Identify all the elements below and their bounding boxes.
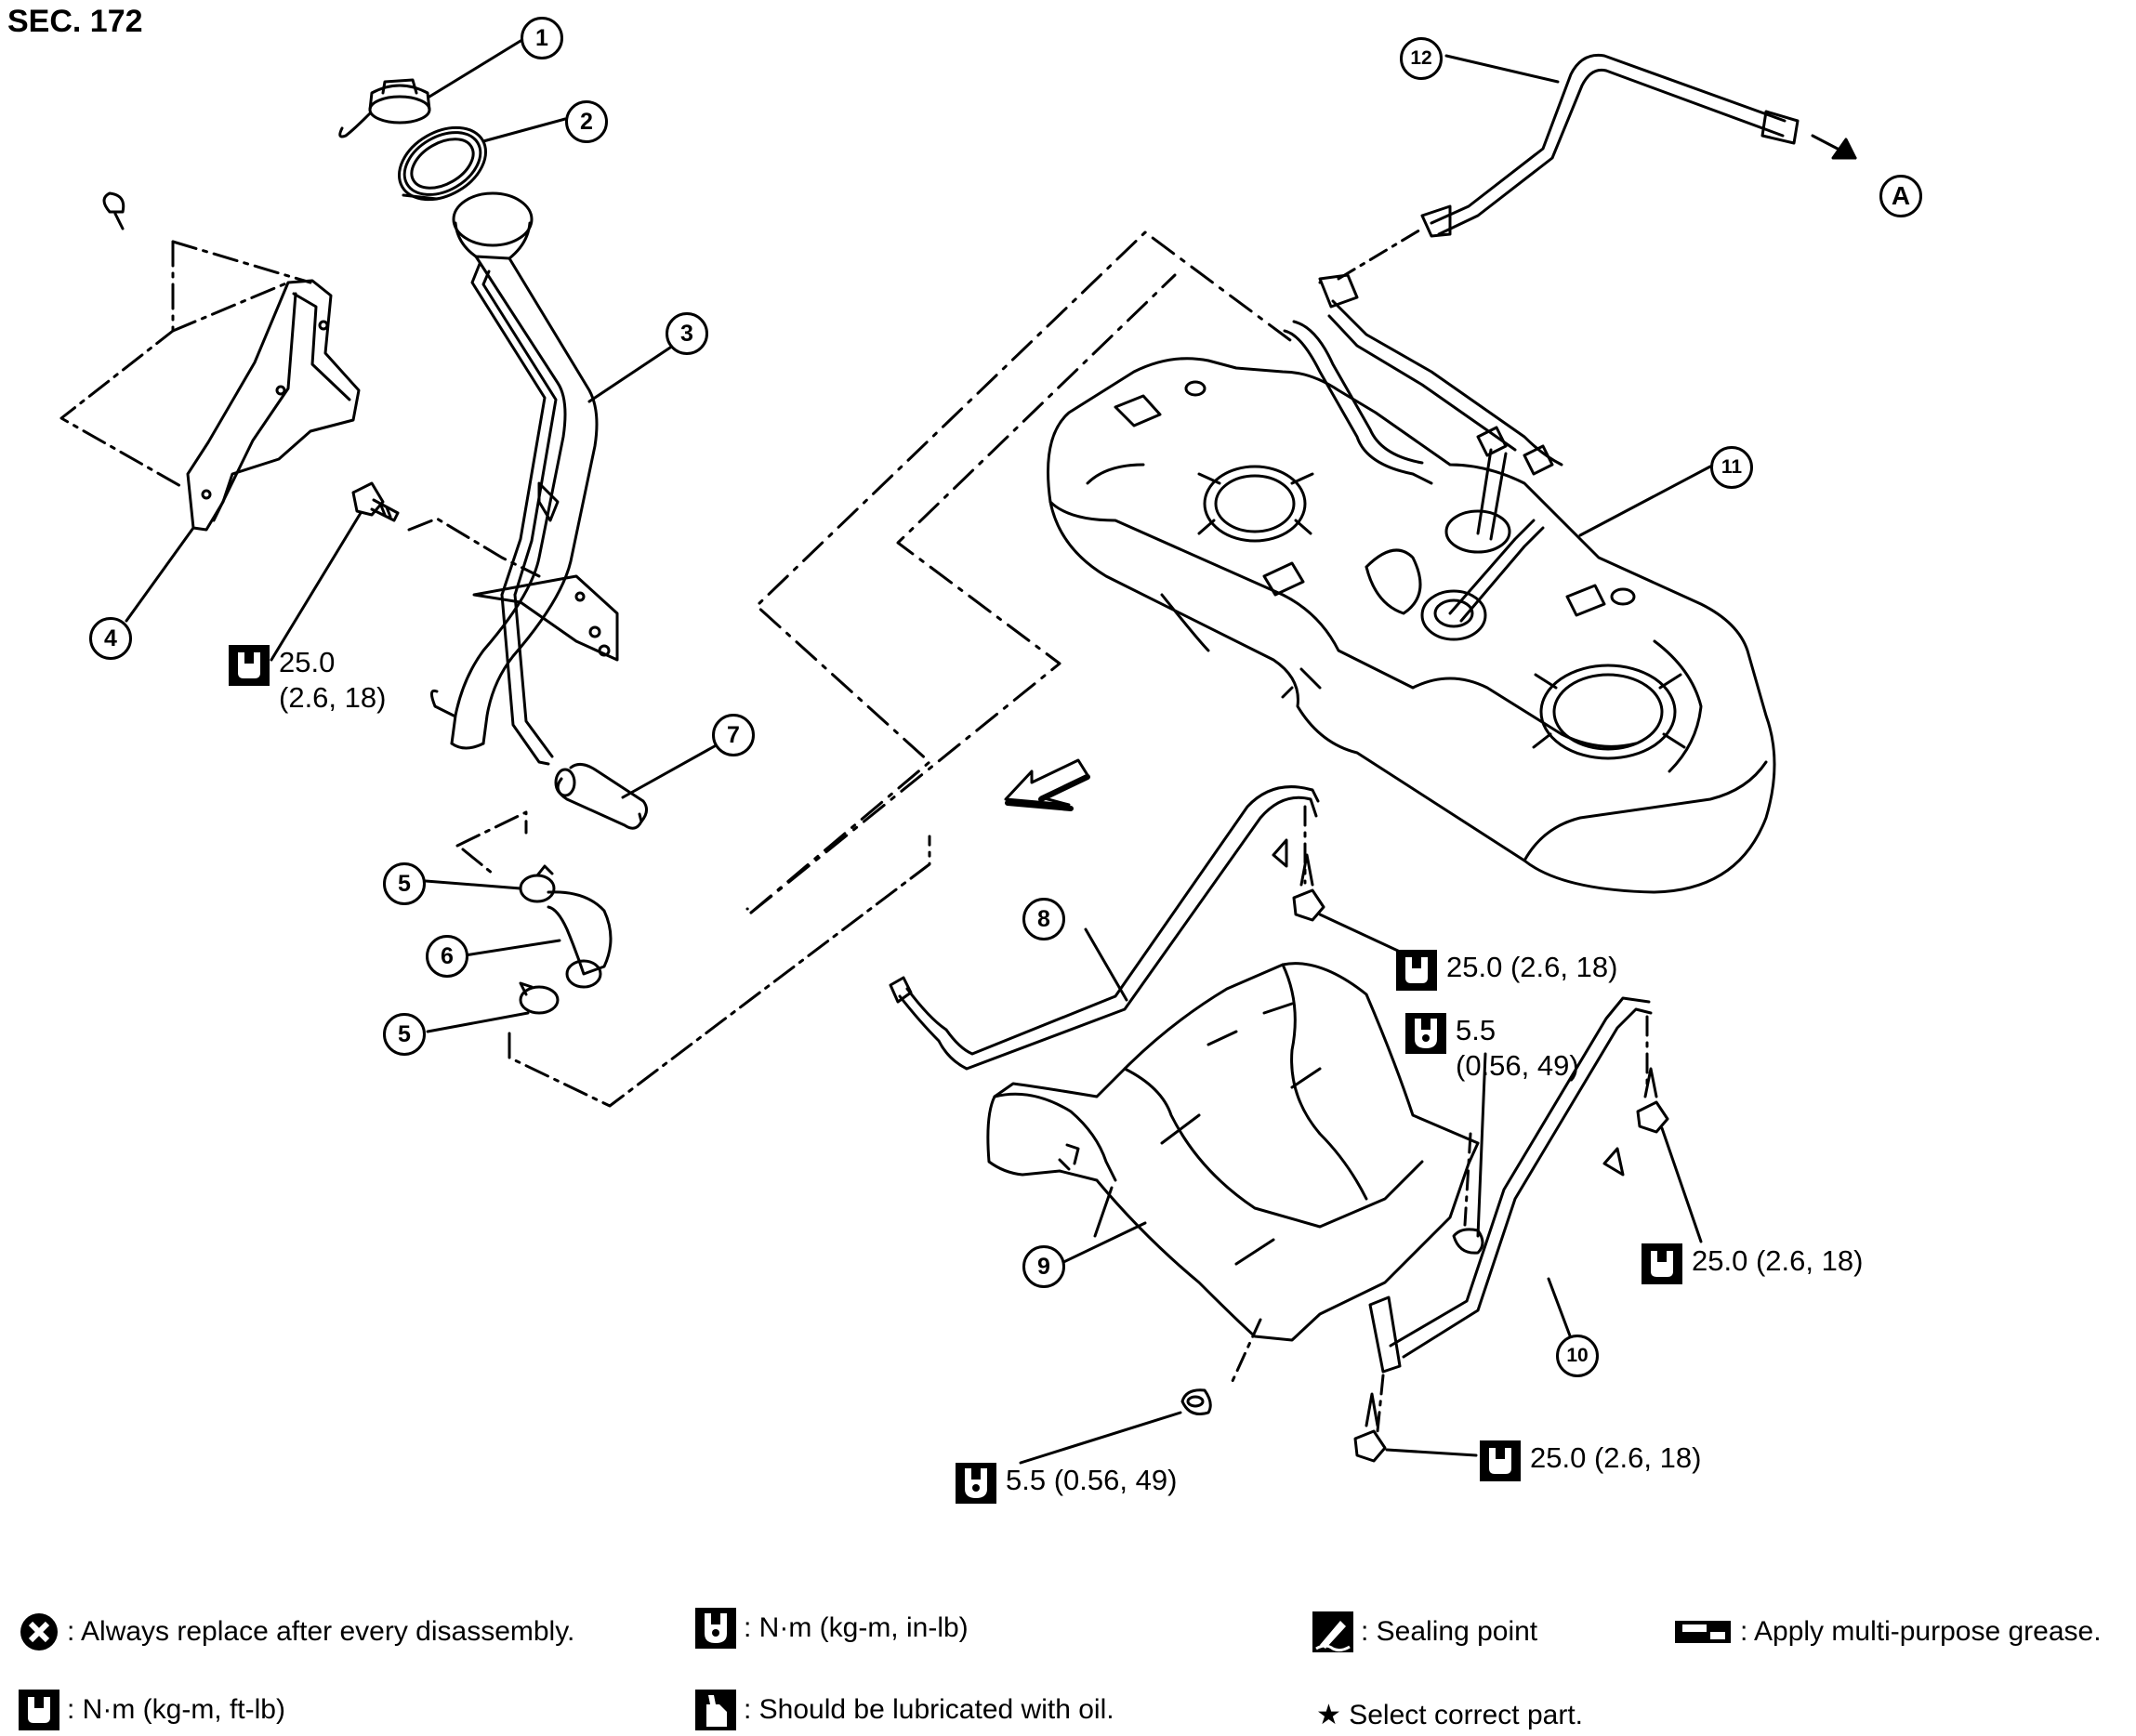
legend-text: : Should be lubricated with oil.	[744, 1694, 1114, 1725]
callout-1: 1	[521, 17, 563, 59]
filler-protector	[59, 191, 361, 623]
hose-and-clamps	[424, 810, 931, 1108]
section-number: SEC. 172	[7, 4, 143, 39]
torque-spec-insulator-upper: 5.5(0.56, 49)	[1405, 1013, 1579, 1084]
legend-text: ★ Select correct part.	[1316, 1700, 1583, 1730]
callout-5-lower: 5	[383, 1013, 426, 1056]
wrench-ftlb-icon	[19, 1690, 59, 1730]
filler-ring	[397, 117, 567, 202]
legend-lubricate-oil: : Should be lubricated with oil.	[695, 1690, 1114, 1730]
callout-9: 9	[1022, 1245, 1065, 1288]
filler-tube	[430, 191, 680, 766]
front-arrow	[1004, 758, 1090, 811]
torque-value: 25.0	[279, 646, 336, 678]
callout-6: 6	[426, 935, 468, 978]
callout-12: 12	[1400, 37, 1443, 80]
filler-cap	[338, 39, 522, 138]
drain-tube	[554, 742, 721, 830]
callout-5-upper: 5	[383, 862, 426, 905]
callout-10: 10	[1556, 1335, 1599, 1377]
bracket-bolt	[270, 481, 541, 662]
callout-8: 8	[1022, 898, 1065, 940]
fuel-tank	[1047, 227, 1776, 894]
torque-spec-insulator-lower: 5.5 (0.56, 49)	[956, 1463, 1177, 1504]
legend-nm-ftlb: : N·m (kg-m, ft-lb)	[19, 1690, 285, 1730]
torque-spec-band-bottom: 25.0 (2.6, 18)	[1480, 1440, 1701, 1481]
torque-conversion: (0.56, 49)	[1456, 1049, 1579, 1082]
wrench-inlb-icon	[695, 1608, 736, 1649]
torque-value: 5.5	[1456, 1014, 1497, 1046]
torque-conversion: (2.6, 18)	[279, 681, 387, 714]
torque-text: 5.5 (0.56, 49)	[1006, 1464, 1178, 1496]
torque-spec-band-left: 25.0 (2.6, 18)	[1396, 950, 1617, 991]
sealing-icon	[1312, 1611, 1353, 1652]
tank-dash-outline	[745, 230, 1292, 914]
torque-text: 25.0 (2.6, 18)	[1446, 951, 1618, 983]
wrench-ftlb-icon	[1642, 1243, 1682, 1284]
legend-text: : N·m (kg-m, in-lb)	[744, 1612, 969, 1643]
callout-3: 3	[666, 312, 708, 355]
legend-text: : N·m (kg-m, ft-lb)	[67, 1694, 285, 1725]
wrench-ftlb-icon	[1396, 950, 1437, 991]
legend-text: : Sealing point	[1361, 1616, 1538, 1647]
mounting-band-right	[1353, 996, 1703, 1463]
legend-nm-inlb: : N·m (kg-m, in-lb)	[695, 1608, 969, 1649]
legend-text: : Apply multi-purpose grease.	[1740, 1616, 2102, 1647]
heat-insulator	[986, 962, 1487, 1465]
wrench-ftlb-icon	[1480, 1440, 1521, 1481]
legend-always-replace: : Always replace after every disassembly…	[19, 1611, 574, 1652]
grease-gun-icon	[1673, 1611, 1733, 1652]
oil-can-icon	[695, 1690, 736, 1730]
fuel-feed-tube	[1420, 53, 1857, 238]
torque-spec-protector-bolt: 25.0(2.6, 18)	[229, 645, 386, 716]
torque-text: 25.0 (2.6, 18)	[1530, 1441, 1702, 1474]
callout-11: 11	[1710, 446, 1753, 489]
wrench-inlb-icon	[956, 1463, 996, 1504]
torque-spec-band-right: 25.0 (2.6, 18)	[1642, 1243, 1863, 1284]
arrow-target-label: A	[1879, 175, 1922, 217]
callout-2: 2	[565, 100, 608, 143]
legend-select-part: ★ Select correct part.	[1316, 1699, 1583, 1731]
callout-4: 4	[89, 617, 132, 660]
legend-sealing-point: : Sealing point	[1312, 1611, 1537, 1652]
wrench-ftlb-icon	[229, 645, 270, 686]
replace-x-icon	[19, 1611, 59, 1652]
legend-text: : Always replace after every disassembly…	[67, 1616, 575, 1647]
wrench-inlb-icon	[1405, 1013, 1446, 1054]
mounting-band-left	[889, 785, 1402, 1071]
torque-text: 25.0 (2.6, 18)	[1692, 1244, 1864, 1277]
legend-grease: : Apply multi-purpose grease.	[1673, 1611, 2102, 1652]
callout-7: 7	[712, 714, 755, 756]
